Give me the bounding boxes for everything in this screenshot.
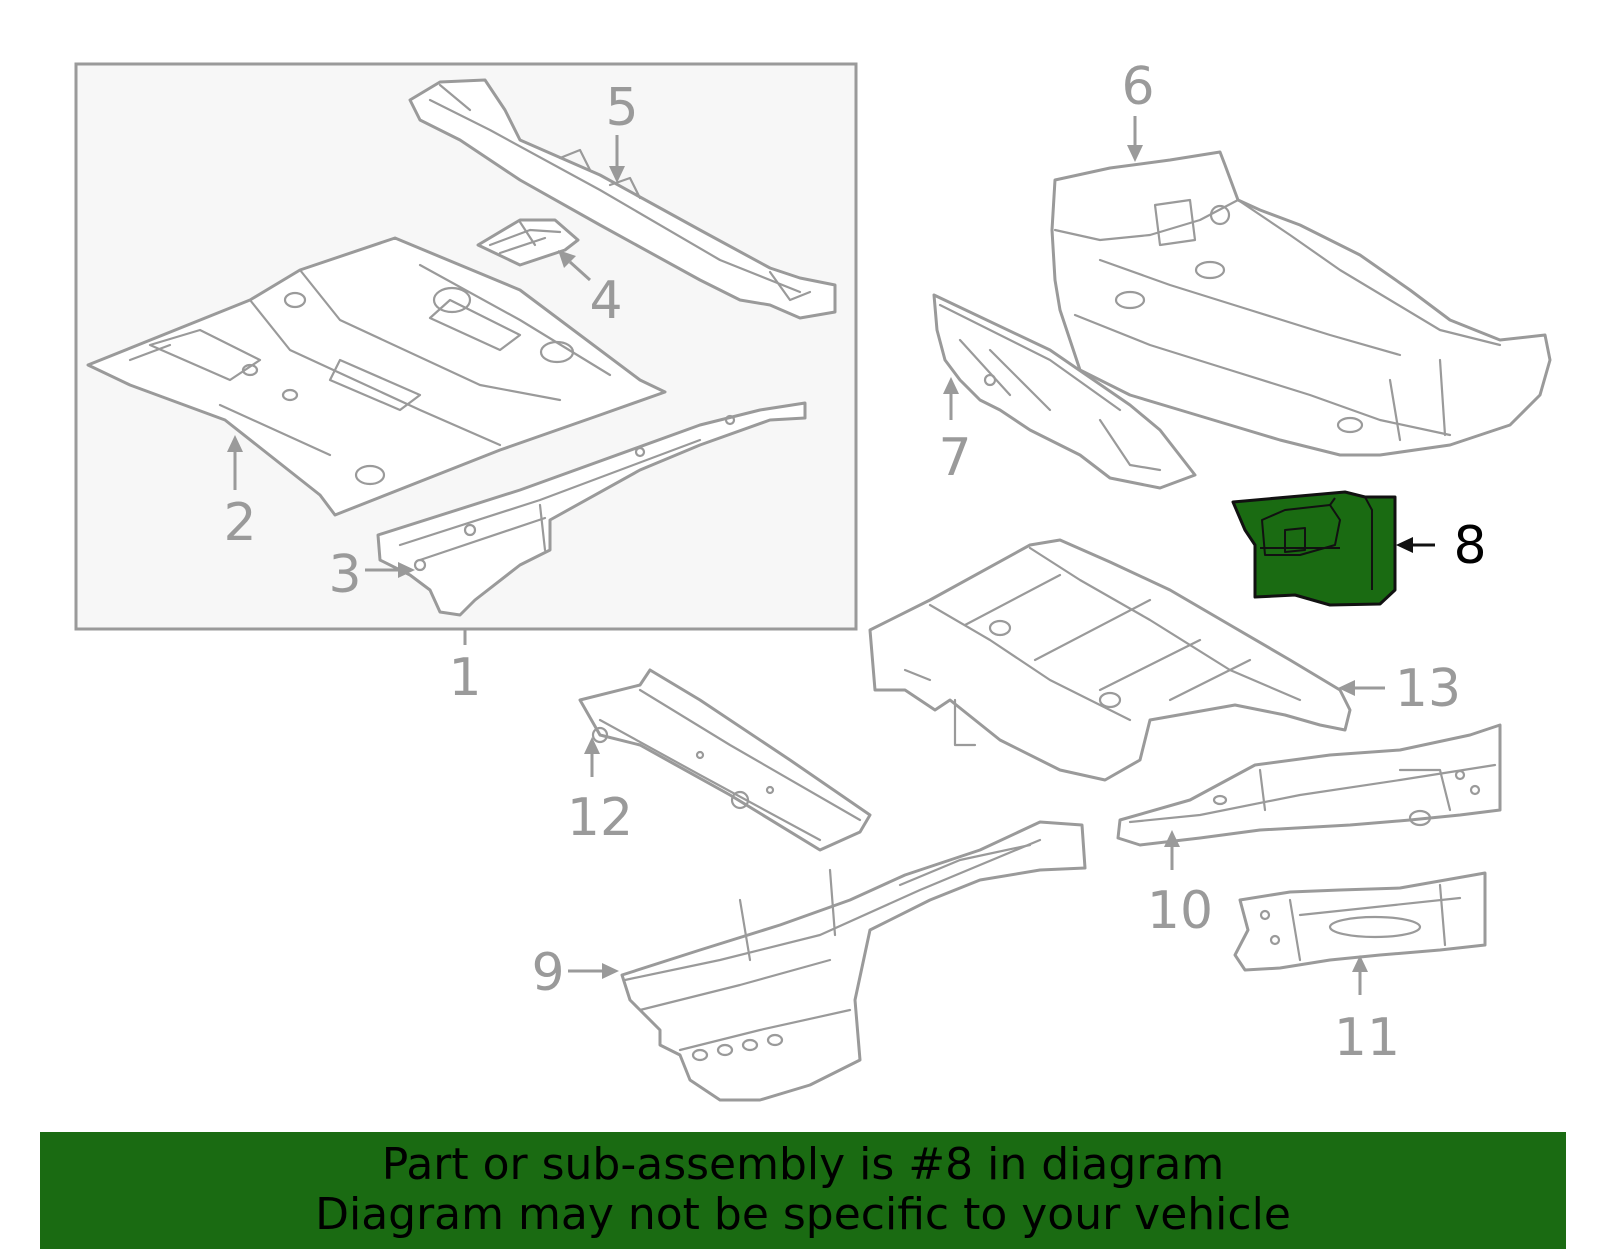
part-10-rear-side-member[interactable] [1116,723,1502,847]
callout-number: 1 [448,648,481,708]
callout-13: 13 [1338,659,1461,719]
callout-8: 8 [1396,516,1487,576]
callout-2: 2 [223,435,257,553]
part-11-rail-extension[interactable] [1233,871,1487,972]
part-info-banner: Part or sub-assembly is #8 in diagram Di… [40,1132,1566,1249]
callout-number: 7 [938,428,971,488]
callout-12: 12 [567,737,633,848]
part-4-bracket[interactable] [476,218,580,267]
part-9-front-side-member[interactable] [620,820,1087,1102]
callout-number: 4 [589,271,622,331]
part-7-side-member[interactable] [932,293,1197,490]
callout-number-highlighted: 8 [1453,516,1486,576]
callout-4: 4 [558,250,623,331]
callout-number: 12 [567,788,633,848]
part-6-rear-floor-pan[interactable] [1050,150,1552,457]
callout-number: 13 [1395,659,1461,719]
callout-number: 2 [223,493,256,553]
callout-7: 7 [938,377,972,488]
banner-line-2: Diagram may not be specific to your vehi… [315,1189,1291,1240]
part-2-floor-pan[interactable] [86,236,667,517]
callout-5: 5 [605,78,639,183]
callout-number: 3 [328,545,361,605]
callout-number: 10 [1147,881,1213,941]
part-8-highlighted-bracket[interactable] [1231,490,1397,607]
callout-11: 11 [1334,955,1400,1068]
callout-3: 3 [328,545,415,605]
part-5-crossmember[interactable] [408,78,837,320]
callout-number: 5 [605,78,638,138]
part-3-sill[interactable] [376,401,807,617]
callout-6: 6 [1121,57,1155,162]
part-13-floor-frame[interactable] [868,538,1352,782]
callout-10: 10 [1147,830,1213,941]
banner-line-1: Part or sub-assembly is #8 in diagram [381,1139,1225,1190]
callout-number: 9 [531,943,564,1003]
callout-number: 6 [1121,57,1154,117]
callout-number: 11 [1334,1008,1400,1068]
callout-9: 9 [531,943,619,1003]
callout-1: 1 [448,629,482,708]
part-12-reinforcement[interactable] [578,668,872,852]
